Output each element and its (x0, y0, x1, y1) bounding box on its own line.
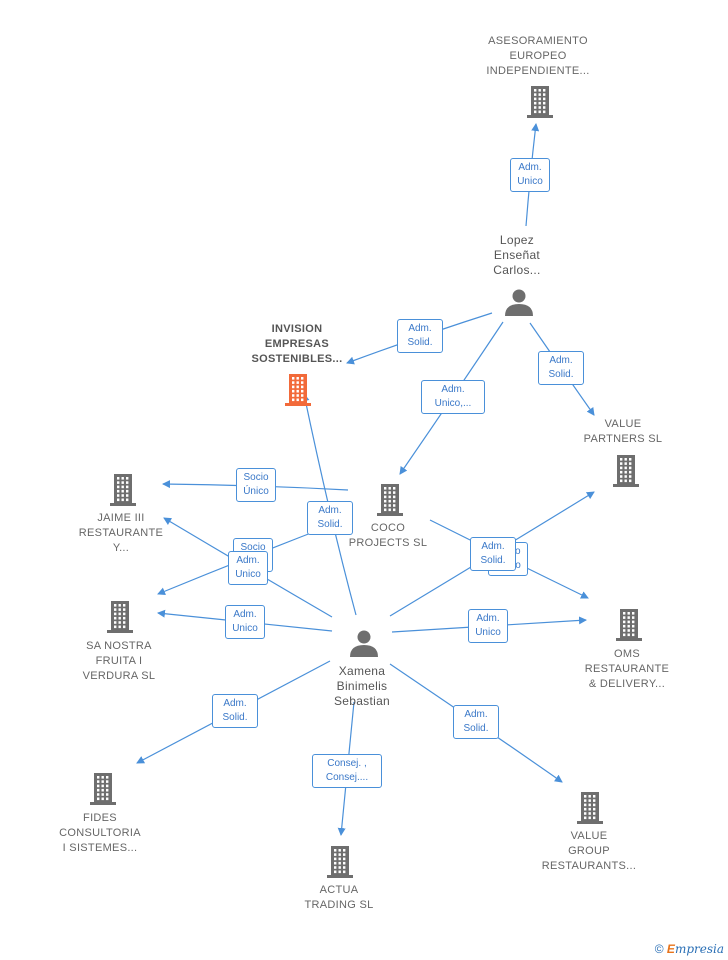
edge-label[interactable]: Adm. Unico (510, 158, 550, 192)
edge-label[interactable]: Adm. Unico (468, 609, 508, 643)
building-icon[interactable] (107, 601, 133, 633)
node-label-actua[interactable]: ACTUA TRADING SL (304, 884, 374, 911)
edge-label[interactable]: Adm. Solid. (470, 537, 516, 571)
node-label-jaime[interactable]: JAIME III RESTAURANTE Y... (78, 511, 164, 554)
brand-logo-letter: E (666, 942, 675, 956)
node-label-value-partners[interactable]: VALUE PARTNERS SL (583, 418, 663, 445)
footer-brand: © Empresia (655, 942, 724, 956)
edge-label[interactable]: Adm. Solid. (538, 351, 584, 385)
edge-label[interactable]: Adm. Unico,... (421, 380, 485, 414)
edge-label[interactable]: Adm. Solid. (212, 694, 258, 728)
edge-label[interactable]: Adm. Solid. (307, 501, 353, 535)
building-icon-highlighted[interactable] (285, 374, 311, 406)
copyright-icon: © (654, 942, 664, 956)
person-icon[interactable] (505, 289, 533, 317)
edge-label[interactable]: Adm. Unico (228, 551, 268, 585)
building-icon[interactable] (613, 455, 639, 487)
building-icon[interactable] (377, 484, 403, 516)
node-label-lopez[interactable]: Lopez Enseñat Carlos... (493, 232, 541, 277)
edge-label[interactable]: Consej. , Consej.... (312, 754, 382, 788)
building-icon[interactable] (577, 792, 603, 824)
node-label-oms[interactable]: OMS RESTAURANTE & DELIVERY... (584, 647, 670, 690)
node-label-invision[interactable]: INVISION EMPRESAS SOSTENIBLES... (251, 322, 343, 365)
person-icon[interactable] (350, 630, 378, 658)
node-label-value-group[interactable]: VALUE GROUP RESTAURANTS... (541, 829, 637, 872)
building-icon[interactable] (327, 846, 353, 878)
building-icon[interactable] (90, 773, 116, 805)
node-label-asesoramiento[interactable]: ASESORAMIENTO EUROPEO INDEPENDIENTE... (486, 34, 590, 77)
building-icon[interactable] (616, 609, 642, 641)
brand-logo-text: mpresia (674, 942, 724, 956)
node-label-xamena[interactable]: Xamena Binimelis Sebastian (333, 663, 391, 708)
edge-label[interactable]: Adm. Solid. (453, 705, 499, 739)
edge-label[interactable]: Socio Único (236, 468, 276, 502)
edge-label[interactable]: Adm. Unico (225, 605, 265, 639)
node-label-sa-nostra[interactable]: SA NOSTRA FRUITA I VERDURA SL (82, 639, 156, 682)
building-icon[interactable] (527, 86, 553, 118)
edge-label[interactable]: Adm. Solid. (397, 319, 443, 353)
node-label-coco[interactable]: COCO PROJECTS SL (348, 522, 428, 549)
node-label-fides[interactable]: FIDES CONSULTORIA I SISTEMES... (59, 811, 141, 854)
building-icon[interactable] (110, 474, 136, 506)
